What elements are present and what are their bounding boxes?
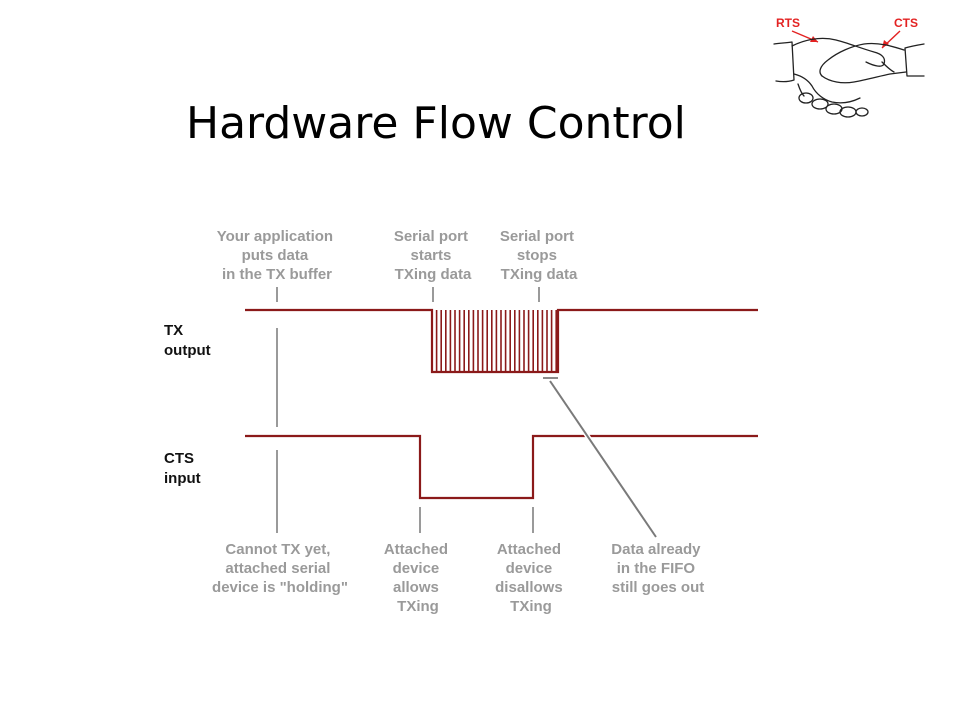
bottom-annotation-line: device is "holding" [212,579,348,596]
handshake-icon [773,37,925,118]
svg-text:Serial port stops: Serial port stops TXing data [500,228,578,283]
bottom-annotation-line: still goes out [612,579,705,596]
bottom-annotation-line: Data already [611,541,701,558]
signal-label-line: output [164,342,211,359]
bottom-annotation-fifo-out: Data already in the FIFO still goes out [611,541,704,596]
svg-text:CTS input: CTS input [164,450,201,487]
top-annotation-port-stops: Serial port stops TXing data [500,228,578,283]
svg-text:Cannot TX yet, attache: Cannot TX yet, attached serial device is… [212,541,348,596]
svg-text:Attached device: Attached device disallows TXing [495,541,567,615]
bottom-annotation-line: disallows [495,579,563,596]
bottom-annotation-line: attached serial [225,560,330,577]
top-annotation-line: TXing data [501,266,578,283]
top-annotation-line: Your application [217,228,333,245]
tx-output-trace [245,308,758,374]
top-annotation-app-puts-data: Your application puts data in the TX buf… [217,228,338,283]
logo-rts-label: RTS [776,16,800,30]
fifo-pointer-line [549,380,657,538]
logo-cts-label: CTS [894,16,918,30]
signal-label-line: TX [164,322,183,339]
signal-label-line: input [164,470,201,487]
bottom-annotation-line: device [393,560,440,577]
bottom-annotation-line: in the FIFO [617,560,696,577]
bottom-annotation-cannot-tx: Cannot TX yet, attached serial device is… [212,541,348,596]
bottom-annotation-line: Cannot TX yet, [225,541,330,558]
bottom-annotation-line: TXing [510,598,552,615]
bottom-annotation-line: device [506,560,553,577]
cts-signal-label: CTS input [164,450,201,487]
slide-title: Hardware Flow Control [186,98,686,149]
bottom-annotation-device-allows: Attached device allows TXing [384,541,452,615]
svg-text:Data already in the FI: Data already in the FIFO still goes out [611,541,704,596]
top-annotation-port-starts: Serial port starts TXing data [394,228,472,283]
tx-data-bits [435,310,558,372]
bottom-annotation-line: Attached [384,541,448,558]
svg-text:Serial port starts: Serial port starts TXing data [394,228,472,283]
top-annotation-line: Serial port [394,228,468,245]
top-annotation-line: stops [517,247,557,264]
top-annotation-line: TXing data [395,266,472,283]
svg-text:Your application puts: Your application puts data in the TX buf… [217,228,338,283]
bottom-annotation-line: allows [393,579,439,596]
svg-text:TX output: TX output [164,322,211,359]
top-annotation-line: puts data [242,247,309,264]
cts-input-trace [245,434,758,500]
svg-text:Attached device: Attached device allows TXing [384,541,452,615]
top-annotation-line: starts [410,247,451,264]
signal-label-line: CTS [164,450,194,467]
top-annotation-line: in the TX buffer [222,266,332,283]
bottom-annotation-line: Attached [497,541,561,558]
flow-control-timing-diagram: Your application puts data in the TX buf… [164,228,758,615]
tx-signal-label: TX output [164,322,211,359]
top-annotation-line: Serial port [500,228,574,245]
bottom-annotation-line: TXing [397,598,439,615]
bottom-annotation-device-disallows: Attached device disallows TXing [495,541,567,615]
rts-cts-handshake-logo: RTS CTS [773,16,925,118]
